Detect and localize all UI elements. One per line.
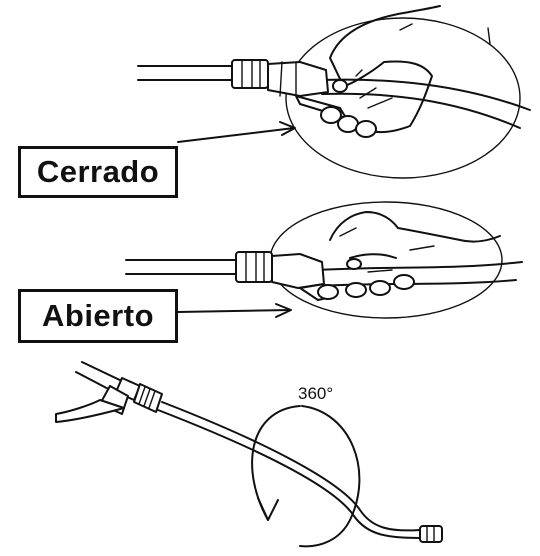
closed-valve-body — [268, 62, 328, 96]
open-hand — [330, 212, 500, 258]
open-hose — [126, 260, 236, 274]
open-valve-body — [272, 254, 324, 288]
open-coupling-nut — [236, 252, 272, 282]
open-label: Abierto — [18, 289, 178, 343]
closed-label: Cerrado — [18, 146, 178, 198]
closed-coupling-nut — [232, 60, 268, 88]
open-pointer — [178, 310, 290, 312]
closed-hose — [138, 66, 232, 80]
closed-grip-illustration — [138, 6, 530, 178]
spray-wand-illustration — [56, 362, 442, 542]
wand-nozzle — [420, 526, 442, 542]
closed-hand — [330, 6, 440, 132]
open-grip-illustration — [126, 202, 522, 318]
closed-pointer — [178, 128, 294, 142]
wand-tube — [162, 402, 420, 530]
rotation-label: 360° — [298, 384, 333, 404]
